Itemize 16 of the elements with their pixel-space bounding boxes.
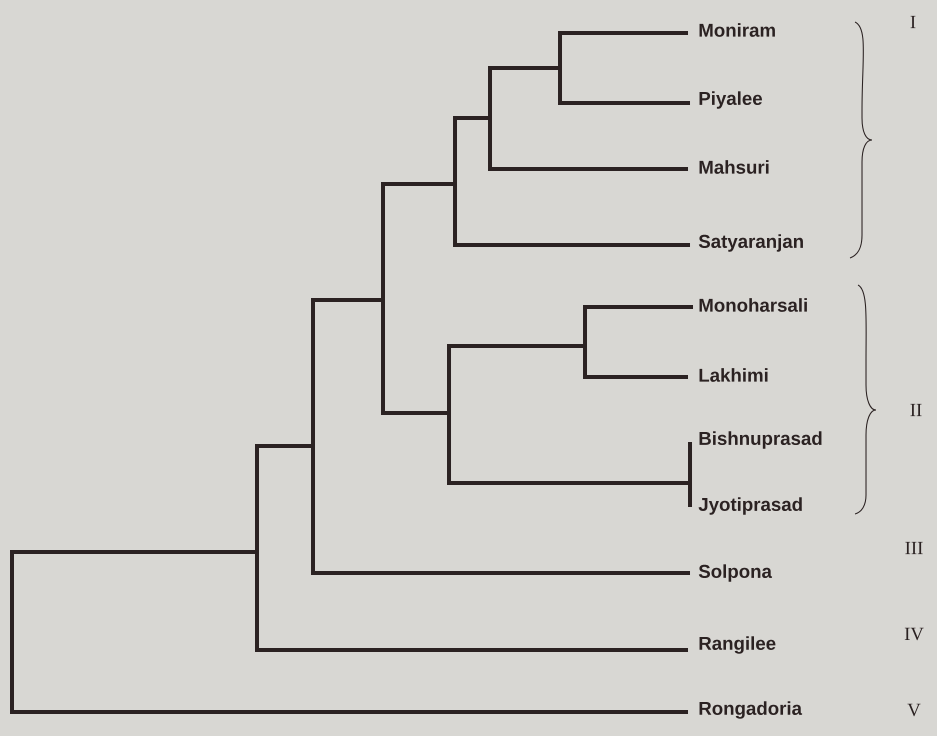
variety-name: Jyotiprasad	[698, 497, 802, 515]
variety-name: Solpona	[698, 564, 772, 582]
variety-name: Monoharsali	[700, 298, 807, 312]
cluster-numeral: V	[907, 704, 921, 716]
cluster-numeral: III	[905, 542, 923, 554]
cluster-numeral: II	[910, 404, 922, 416]
cluster-numeral: IV	[904, 628, 924, 640]
variety-name: Rangilee	[700, 636, 776, 654]
variety-name: Moniram	[700, 23, 775, 37]
cluster-numeral: I	[910, 16, 916, 28]
variety-name: Bishnuprasad	[700, 431, 822, 449]
variety-name: Piyalee	[700, 91, 762, 109]
variety-name: Mahsuri	[700, 160, 769, 174]
variety-name: Rongadoria	[700, 701, 802, 719]
variety-name: Satyaranjan	[698, 234, 803, 252]
variety-name: Lakhimi	[700, 368, 768, 382]
